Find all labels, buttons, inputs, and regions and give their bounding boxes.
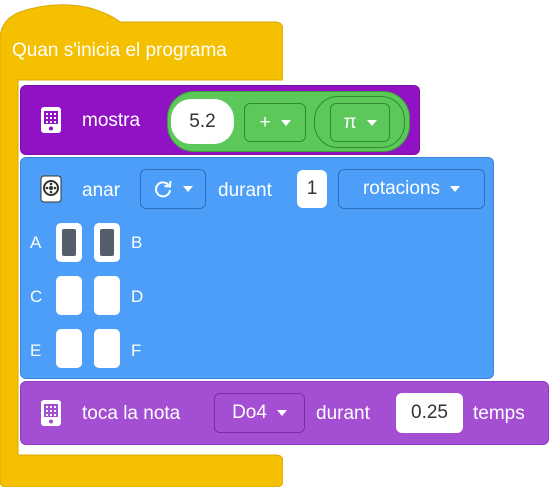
port-label-f: F [131,341,142,360]
operator-dropdown[interactable]: + [244,103,306,142]
chevron-down-icon [366,119,377,126]
constant-reporter[interactable] [314,96,405,148]
constant-dropdown[interactable]: π [330,103,390,142]
chevron-down-icon [450,186,461,192]
sound-label: toca la nota [82,403,181,424]
sound-during-label: durant [316,403,370,424]
port-a-button[interactable] [56,223,82,262]
port-e-button[interactable] [56,329,82,368]
port-label-d: D [131,287,144,306]
note-dropdown[interactable]: Do4 [214,393,305,433]
port-label-b: B [131,233,143,252]
operator-symbol: + [259,111,271,133]
port-label-c: C [30,287,43,306]
port-b-button[interactable] [94,223,120,262]
chevron-down-icon [280,119,291,126]
display-label: mostra [82,110,141,131]
during-label: durant [218,180,272,201]
duration-input[interactable]: 0.25 [396,393,463,433]
event-label: Quan s'inicia el programa [12,40,227,61]
motor-icon [40,175,62,203]
port-label-e: E [30,341,42,360]
unit-value: rotacions [362,178,441,199]
value-input[interactable]: 5.2 [171,99,234,144]
chevron-down-icon [183,186,193,192]
direction-dropdown[interactable] [140,169,206,209]
chevron-down-icon [276,410,287,416]
motor-label: anar [82,180,121,201]
port-label-a: A [30,233,42,252]
port-d-button[interactable] [94,276,120,315]
note-value: Do4 [232,402,267,423]
hub-display-icon [41,107,61,133]
port-c-button[interactable] [56,276,82,315]
clockwise-icon [155,180,172,198]
unit-dropdown[interactable]: rotacions [338,169,485,209]
hub-sound-icon [41,400,61,426]
unit-label: temps [473,403,525,424]
amount-input[interactable]: 1 [297,170,327,208]
port-f-button[interactable] [94,329,120,368]
constant-symbol: π [343,111,357,133]
